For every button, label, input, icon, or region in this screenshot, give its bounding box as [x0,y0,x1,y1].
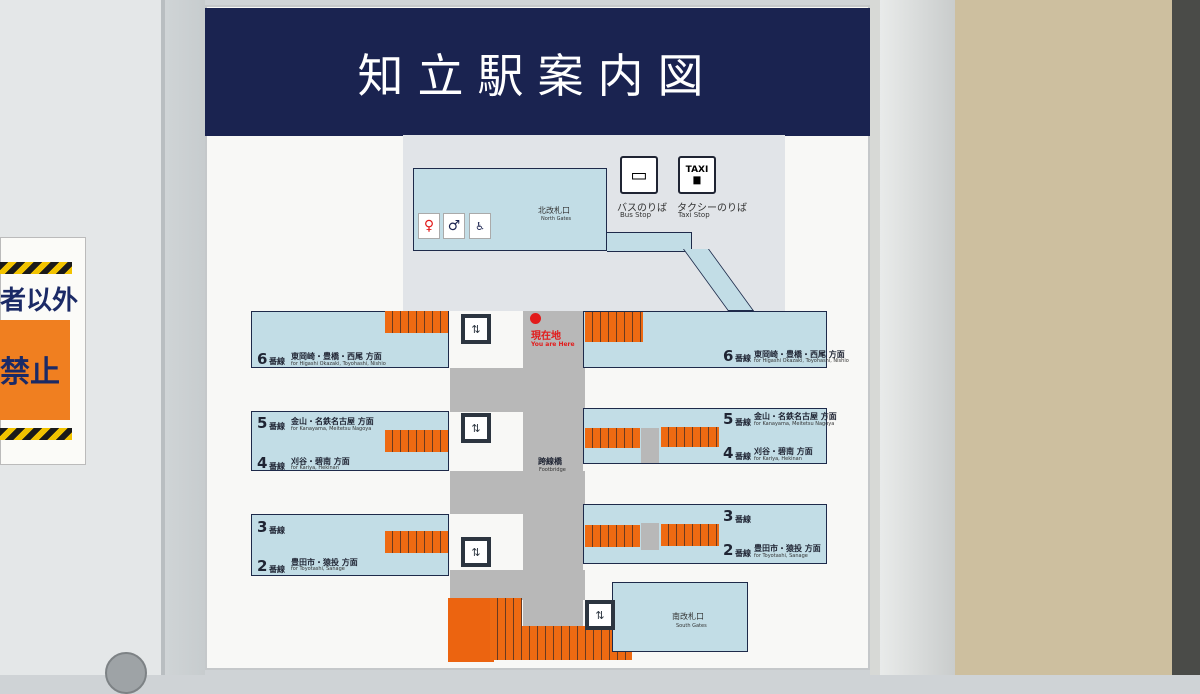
south-gates-label: 南改札口 [672,612,704,621]
platform-4-right-dest-en: for Kariya, Hekinan [754,456,802,462]
platform-2-left-dest: 豊田市・猿投 方面 [291,558,358,567]
bus-stop-label-en: Bus Stop [620,211,652,219]
platform-2-right-dest: 豊田市・猿投 方面 [754,544,821,553]
male-toilet-icon: ♂ [443,213,465,239]
sign-title: 知立駅案内図 [357,49,718,103]
south-stairs-lower [490,626,632,660]
you-are-here-label: 現在地 [531,331,561,342]
platform-5-left-number: 5 [257,414,268,432]
platform-4-right-dest: 刈谷・碧南 方面 [754,447,813,456]
platform-6-right-number: 6 [723,347,734,365]
taxi-stop-label-en: Taxi Stop [678,211,710,219]
platform-6-left-suffix: 番線 [269,357,285,366]
platform-6-right-dest-en: for Higashi Okazaki, Toyohashi, Nishio [754,358,849,364]
south-stairs-upper [490,598,522,628]
female-toilet-icon: ♀ [418,213,440,239]
platform-6-right-dest: 東岡崎・豊橋・西尾 方面 [754,350,845,359]
south-stairs-block [448,598,494,662]
platform-5-left-suffix: 番線 [269,422,285,431]
footbridge-label: 跨線橋 [538,457,562,466]
north-gates-label: 北改札口 [538,206,570,215]
hazard-stripe-top [0,262,72,274]
platform-5-right-dest: 金山・名鉄名古屋 方面 [754,412,837,421]
platform-5-left-dest-en: for Kanayama, Meitetsu Nagoya [291,426,372,432]
stairs-5-4-left [385,430,448,452]
elevator-icon: ⇅ [461,314,491,344]
platform-4-left-dest-en: for Kariya, Hekinan [291,465,339,471]
stairs-5-4-right-a [585,428,640,448]
footbridge-link-6-5 [450,368,585,412]
platform-3-left-number: 3 [257,518,268,536]
platform-6-left-number: 6 [257,350,268,368]
dark-edge [1172,0,1200,675]
bus-stop-label: バスのりば [617,203,667,214]
platform-2-left-number: 2 [257,557,268,575]
footbridge-link-4-3 [450,471,585,514]
platform-5-right-suffix: 番線 [735,418,751,427]
south-gates-label-en: South Gates [676,623,707,629]
platform-6-left-dest: 東岡崎・豊橋・西尾 方面 [291,352,382,361]
platform-4-left-number: 4 [257,454,268,472]
platform-5-right-number: 5 [723,410,734,428]
platform-3-left-suffix: 番線 [269,526,285,535]
elevator-icon: ⇅ [461,413,491,443]
stairs-3-2-right-b [661,524,719,546]
platform-2-right-dest-en: for Toyotashi, Sanage [754,553,808,559]
beige-column [955,0,1175,675]
south-gates-area [612,582,748,652]
stairs-5-4-right-b [661,427,719,447]
platform-2-right-suffix: 番線 [735,549,751,558]
you-are-here-marker [530,313,541,324]
stairs-3-2-right-a [585,525,640,547]
platform-4-left-suffix: 番線 [269,462,285,471]
stairs-3-2-left [385,531,448,553]
you-are-here-label-en: You are Here [531,341,575,348]
corridor-horizontal [607,232,692,252]
platform-4-right-number: 4 [723,444,734,462]
hazard-stripe-bottom [0,428,72,440]
sticker-text-bottom: 禁止 [0,355,60,390]
elevator-icon: ⇅ [461,537,491,567]
elevator-icon: ⇅ [585,600,615,630]
platform-6-right-suffix: 番線 [735,354,751,363]
footbridge-label-en: Footbridge [539,467,566,473]
platform-3-2-right-gap [641,523,659,550]
taxi-icon-text: TAXI [685,165,709,175]
taxi-stop-label: タクシーのりば [677,203,747,214]
sign-banner [205,8,870,136]
accessible-toilet-icon: ♿ [469,213,491,239]
sticker-orange-box [0,320,70,420]
north-gates-label-en: North Gates [541,216,572,222]
platform-2-left-suffix: 番線 [269,565,285,574]
north-gates-area [413,168,607,251]
platform-3-right-suffix: 番線 [735,515,751,524]
stairs-6-left [385,311,448,333]
platform-2-left-dest-en: for Toyotashi, Sanage [291,566,345,572]
sticker-text-top: 者以外 [0,286,79,316]
platform-4-right-suffix: 番線 [735,452,751,461]
door-knob [105,652,147,694]
platform-4-left-dest: 刈谷・碧南 方面 [291,457,350,466]
platform-3-right-number: 3 [723,507,734,525]
platform-5-left-dest: 金山・名鉄名古屋 方面 [291,417,374,426]
footbridge-link-2-south [450,570,585,600]
sign-frame-metal [880,0,958,675]
taxi-car-glyph: ▆ [693,175,701,185]
platform-6-left-dest-en: for Higashi Okazaki, Toyohashi, Nishio [291,361,386,367]
platform-5-4-right-gap [641,428,659,463]
platform-5-right-dest-en: for Kanayama, Meitetsu Nagoya [754,421,835,427]
platform-2-right-number: 2 [723,541,734,559]
taxi-icon: TAXI▆ [678,156,716,194]
stairs-6-right [585,312,643,342]
bus-icon: ▭ [620,156,658,194]
